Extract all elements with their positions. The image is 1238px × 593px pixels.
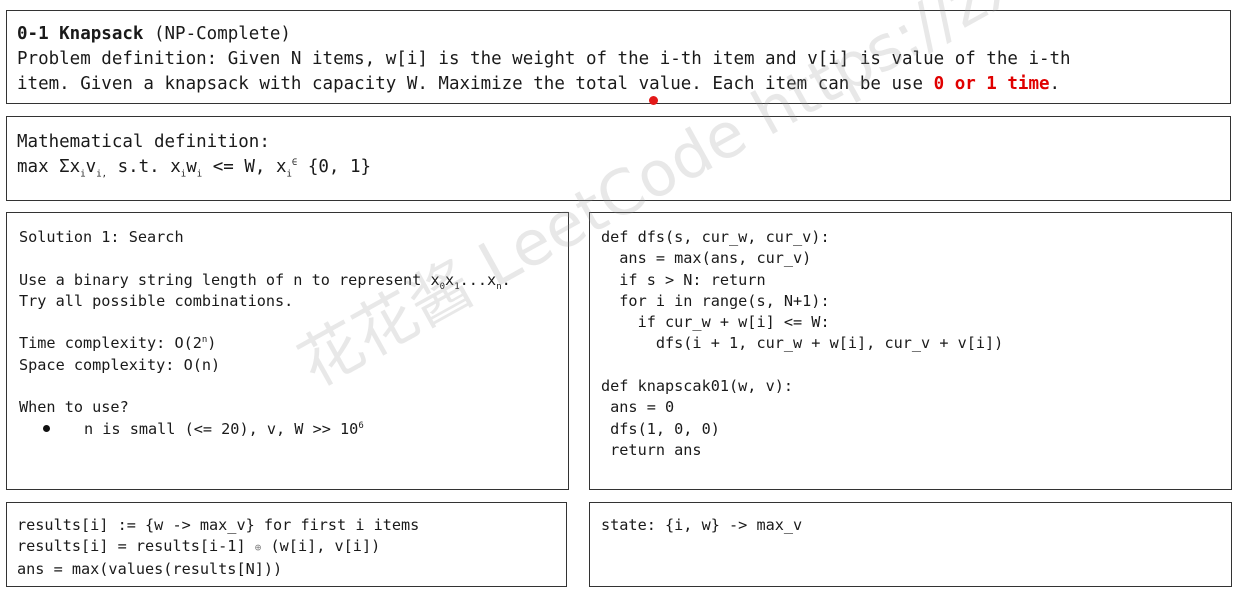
expr-sub: i, bbox=[96, 169, 108, 180]
spacer bbox=[19, 376, 568, 397]
results-box: results[i] := {w -> max_v} for first i i… bbox=[6, 502, 567, 587]
time-complexity: Time complexity: O(2n) bbox=[19, 333, 568, 354]
repr-text: ...x bbox=[459, 270, 497, 289]
when-to-use: When to use? bbox=[19, 398, 129, 417]
math-expression: max Σxivi, s.t. xiwi <= W, xi∈ {0, 1} bbox=[17, 155, 1230, 180]
expr-part: <= W, x bbox=[202, 157, 287, 177]
expr-part: w bbox=[186, 157, 197, 177]
pointer-dot bbox=[649, 96, 658, 105]
try-all-line: Try all possible combinations. bbox=[19, 291, 294, 310]
time-sup: n bbox=[201, 335, 208, 346]
results-text: (w[i], v[i]) bbox=[261, 537, 381, 556]
expr-part: max Σx bbox=[17, 157, 81, 177]
period: . bbox=[1049, 74, 1061, 94]
expr-sub: i bbox=[180, 169, 187, 180]
problem-definition-line-2: item. Given a knapsack with capacity W. … bbox=[17, 72, 1230, 97]
expr-part: v bbox=[85, 157, 97, 177]
repr-sub: 0 bbox=[439, 281, 446, 292]
code-line: ans = max(ans, cur_v) bbox=[601, 249, 812, 268]
code-line: dfs(1, 0, 0) bbox=[601, 419, 720, 438]
math-definition-box: Mathematical definition: max Σxivi, s.t.… bbox=[6, 116, 1231, 201]
expr-part: s.t. x bbox=[107, 157, 181, 177]
state-box: state: {i, w} -> max_v bbox=[589, 502, 1232, 587]
time-text: Time complexity: O(2 bbox=[19, 334, 202, 353]
repr-text: x bbox=[445, 270, 455, 289]
spacer bbox=[19, 248, 568, 269]
code-box: def dfs(s, cur_w, cur_v): ans = max(ans,… bbox=[589, 212, 1232, 490]
repr-sub: n bbox=[496, 281, 502, 292]
code-line: if s > N: return bbox=[601, 270, 766, 289]
code-line: dfs(i + 1, cur_w + w[i], cur_v + v[i]) bbox=[601, 334, 1004, 353]
code-line: if cur_w + w[i] <= W: bbox=[601, 313, 830, 332]
bullet-icon bbox=[43, 424, 50, 432]
repr-text: Use a binary string length of n to repre… bbox=[19, 270, 440, 289]
representation-line: Use a binary string length of n to repre… bbox=[19, 270, 568, 292]
title-line: 0-1 Knapsack (NP-Complete) bbox=[17, 22, 1230, 47]
element-of-symbol: ∈ bbox=[291, 158, 298, 169]
expr-sub: i bbox=[196, 169, 203, 180]
bullet-text: n is small (<= 20), v, W >> 10 bbox=[84, 419, 359, 438]
space-complexity: Space complexity: O(n) bbox=[19, 355, 221, 374]
expr-sub: i bbox=[286, 169, 292, 180]
code-line: ans = 0 bbox=[601, 398, 675, 417]
code-line: for i in range(s, N+1): bbox=[601, 291, 830, 310]
title-suffix: (NP-Complete) bbox=[153, 24, 291, 44]
repr-sub: 1 bbox=[454, 281, 460, 292]
code-line: return ans bbox=[601, 440, 702, 459]
code-line: def knapscak01(w, v): bbox=[601, 377, 794, 396]
expr-part: {0, 1} bbox=[297, 157, 372, 177]
highlight-usage: 0 or 1 time bbox=[933, 74, 1050, 94]
code-line bbox=[601, 355, 1231, 376]
state-line: state: {i, w} -> max_v bbox=[601, 516, 803, 534]
repr-text: . bbox=[501, 270, 511, 289]
spacer bbox=[19, 312, 568, 333]
solution-title: Solution 1: Search bbox=[19, 228, 184, 246]
problem-definition-text: item. Given a knapsack with capacity W. … bbox=[17, 74, 934, 94]
results-line-3: ans = max(values(results[N])) bbox=[17, 559, 283, 578]
problem-definition-line-1: Problem definition: Given N items, w[i] … bbox=[17, 49, 1071, 69]
solution-1-box: Solution 1: Search Use a binary string l… bbox=[6, 212, 569, 490]
expr-sub: i bbox=[80, 169, 86, 180]
results-line-1: results[i] := {w -> max_v} for first i i… bbox=[17, 516, 420, 534]
code-line: def dfs(s, cur_w, cur_v): bbox=[601, 228, 830, 246]
results-text: results[i] = results[i-1] bbox=[17, 537, 255, 556]
bullet-sup: 6 bbox=[358, 420, 364, 431]
oplus-symbol: ⊕ bbox=[254, 541, 262, 555]
results-line-2: results[i] = results[i-1] ⊕ (w[i], v[i]) bbox=[17, 536, 566, 558]
bullet-item: n is small (<= 20), v, W >> 106 bbox=[19, 419, 568, 440]
title-name: 0-1 Knapsack bbox=[17, 24, 144, 44]
time-text: ) bbox=[207, 334, 217, 353]
code-block: def dfs(s, cur_w, cur_v): ans = max(ans,… bbox=[601, 227, 1231, 461]
title-box: 0-1 Knapsack (NP-Complete) Problem defin… bbox=[6, 10, 1231, 104]
math-heading: Mathematical definition: bbox=[17, 132, 270, 152]
